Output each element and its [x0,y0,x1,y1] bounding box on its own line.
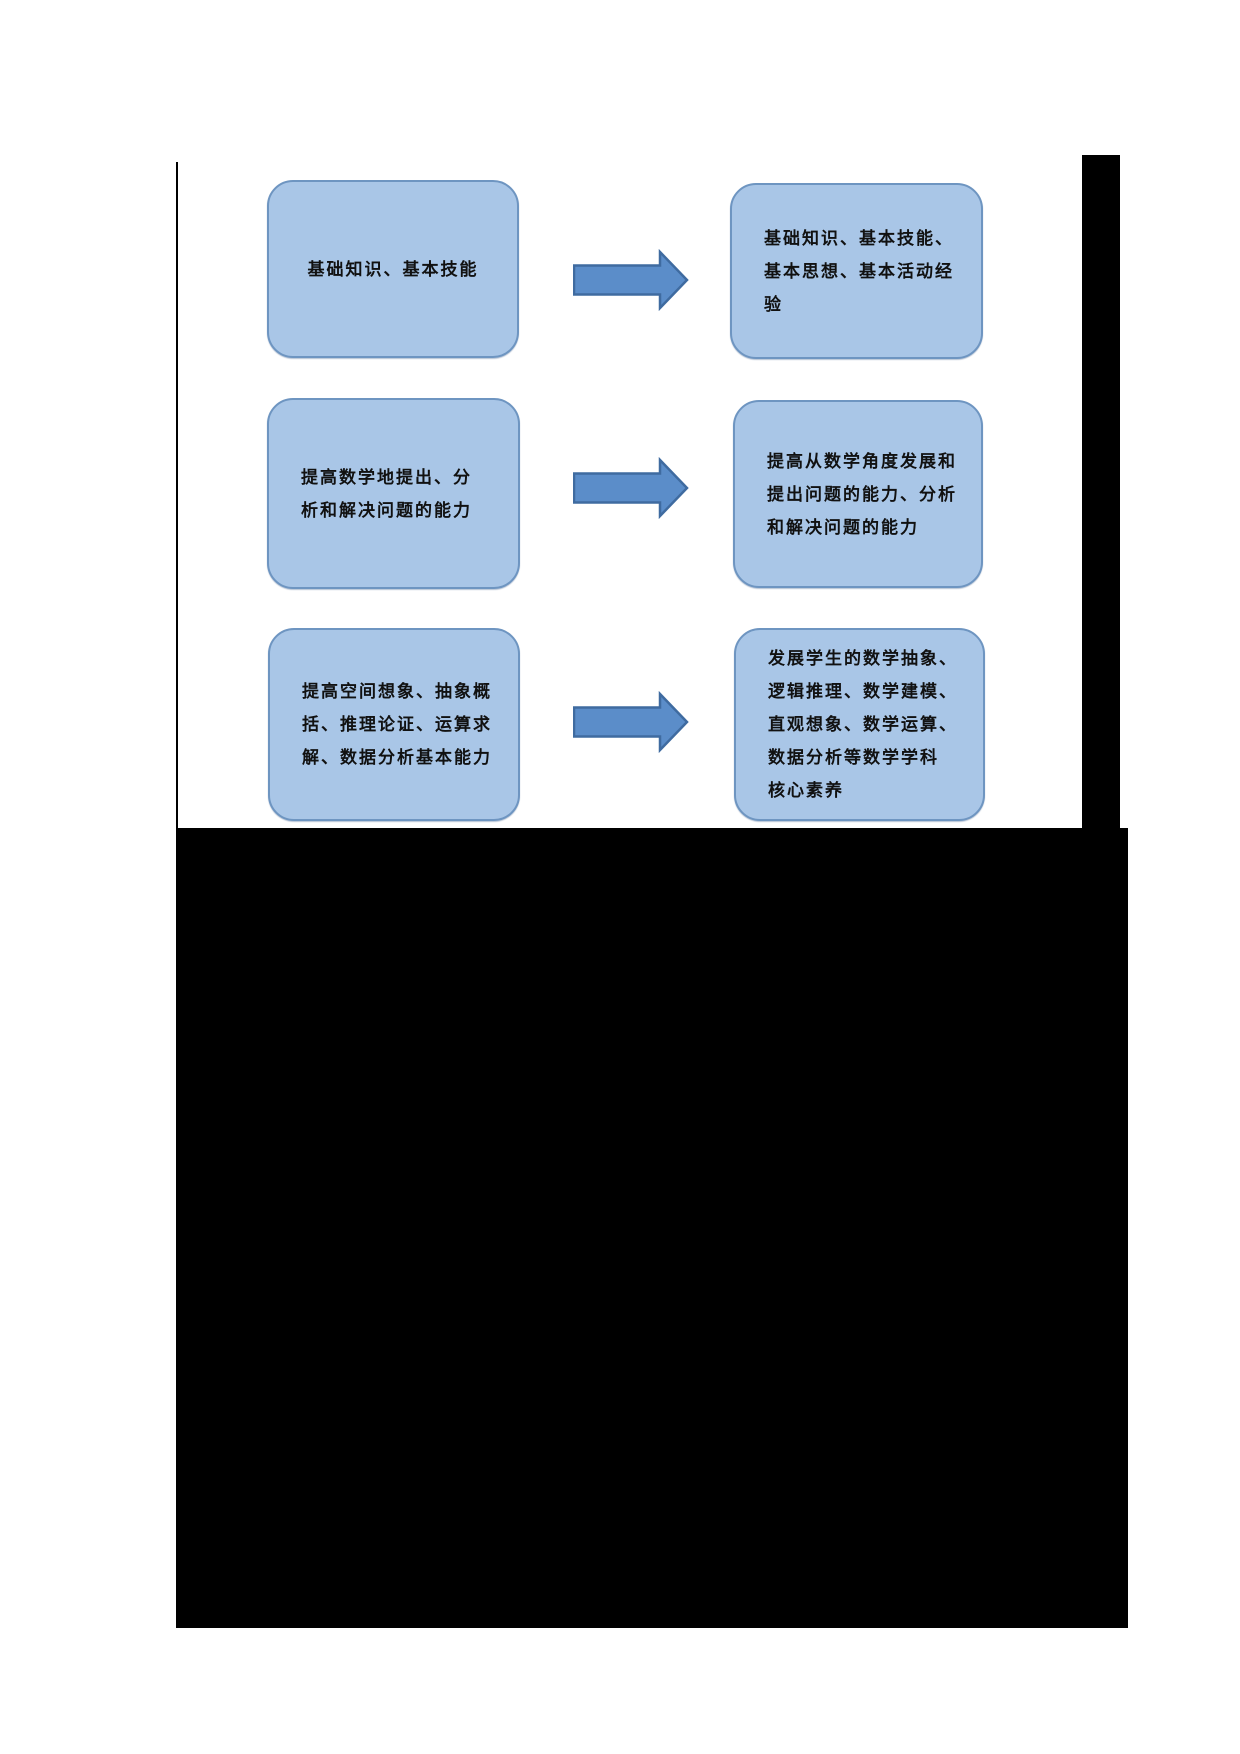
flow-box-row3-source: 提高空间想象、抽象概 括、推理论证、运算求 解、数据分析基本能力 [268,628,520,821]
flow-box-text-line: 直观想象、数学运算、 [768,715,958,734]
flow-box-text-line: 验 [764,294,783,314]
flow-box-text-line: 数据分析等数学学科 [768,748,939,767]
flow-box-row1-source: 基础知识、基本技能 [267,180,519,358]
flow-box-text-line: 逻辑推理、数学建模、 [768,682,958,701]
arrow-right-icon [573,248,689,312]
arrow-right-icon [573,456,689,520]
arrow-right-icon [573,690,689,754]
flow-box-text-line: 和解决问题的能力 [767,517,919,537]
left-margin-rule [176,162,178,828]
flow-box-row2-target: 提高从数学角度发展和 提出问题的能力、分析 和解决问题的能力 [733,400,983,588]
flow-box-row2-source: 提高数学地提出、分 析和解决问题的能力 [267,398,520,589]
flow-box-text-line: 提出问题的能力、分析 [767,484,957,504]
flow-box-text-line: 基础知识、基本技能 [307,259,479,279]
flow-box-text-line: 发展学生的数学抽象、 [768,649,958,668]
right-black-bar [1082,155,1120,828]
flow-box-text-line: 括、推理论证、运算求 [302,715,492,734]
flow-box-text-line: 核心素养 [768,781,844,800]
flow-box-row1-target: 基础知识、基本技能、 基本思想、基本活动经 验 [730,183,983,359]
flow-box-text-line: 提高空间想象、抽象概 [302,682,492,701]
redacted-black-region [176,828,1128,1628]
flow-box-text-line: 提高从数学角度发展和 [767,451,957,471]
flow-box-text-line: 基本思想、基本活动经 [764,261,954,281]
flow-box-text-line: 提高数学地提出、分 [301,467,472,487]
flow-box-text-line: 析和解决问题的能力 [301,500,472,520]
flow-box-text-line: 解、数据分析基本能力 [302,748,492,767]
flow-box-text-line: 基础知识、基本技能、 [764,228,954,248]
flow-box-row3-target: 发展学生的数学抽象、 逻辑推理、数学建模、 直观想象、数学运算、 数据分析等数学… [734,628,985,821]
